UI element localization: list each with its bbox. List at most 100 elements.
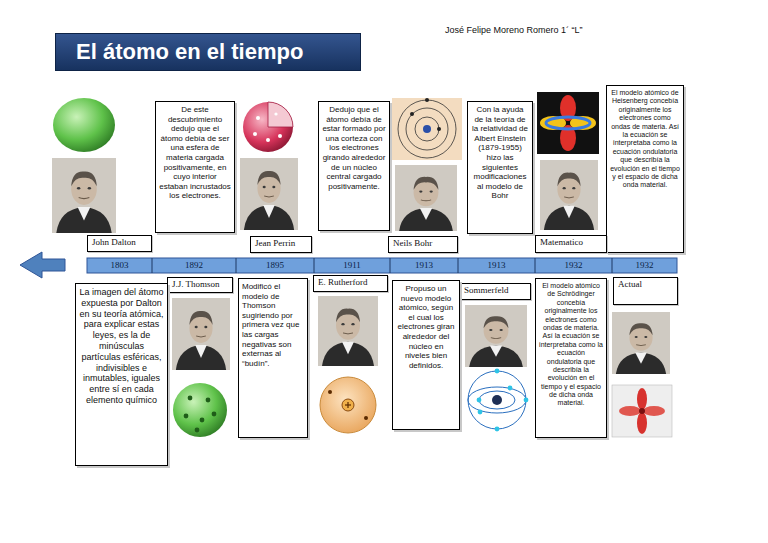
orbital-model	[639, 408, 645, 414]
orbital-model	[612, 385, 672, 437]
year-cell: 1895	[236, 258, 314, 273]
title-banner: El átomo en el tiempo	[55, 33, 361, 71]
rutherford-atom	[320, 377, 376, 433]
author-label: José Felipe Moreno Romero 1´ “L”	[445, 25, 583, 35]
rutherford-atom	[342, 399, 354, 411]
sommerfeld-atom	[495, 369, 500, 374]
timeline-bar	[152, 258, 153, 273]
orbital-image	[537, 92, 599, 154]
bohr-atom	[437, 127, 441, 131]
bohr-atom	[392, 98, 462, 160]
sommerfeld-atom	[468, 387, 526, 413]
plum-pudding-model	[243, 102, 293, 152]
sommerfeld-atom	[479, 391, 515, 409]
description-text: El modelo atómico de Heisenberg concebía…	[610, 89, 680, 190]
sommerfeld-atom	[495, 427, 500, 432]
name-text: J.J. Thomson	[172, 279, 228, 291]
scientist-name: Jean Perrin	[250, 236, 312, 253]
scientist-name: Neils Bohr	[388, 236, 458, 253]
timeline-arrow	[20, 252, 65, 278]
year-text: 1913	[390, 258, 458, 273]
portrait	[465, 305, 527, 367]
thomson-sphere	[184, 414, 189, 419]
description-box: El modelo atómico de Heisenberg concebía…	[606, 85, 684, 253]
bohr-atom	[415, 117, 439, 141]
plum-pudding-model	[278, 134, 282, 138]
timeline-arrow	[20, 252, 65, 278]
year-cell: 1911	[314, 258, 390, 273]
portrait	[612, 312, 670, 374]
name-text: Sommerfeld	[464, 285, 526, 297]
timeline-bar	[390, 258, 391, 273]
year-cell: 1913	[390, 258, 458, 273]
scientist-name: Sommerfeld	[459, 283, 531, 300]
orbital-model	[643, 406, 665, 416]
title-text: El átomo en el tiempo	[76, 39, 303, 64]
plum-pudding-model	[268, 102, 293, 127]
name-text: John Dalton	[92, 237, 147, 249]
sommerfeld-atom	[468, 369, 528, 432]
timeline-bar	[535, 258, 536, 273]
thomson-sphere	[206, 398, 211, 403]
orbital-model	[619, 406, 641, 416]
description-box: Dedujo que el átomo debía de estar forma…	[318, 101, 390, 231]
scientist-name: J.J. Thomson	[167, 277, 233, 293]
description-text: El modelo atómico de Schrödinger concebí…	[539, 282, 603, 408]
description-box: De este descubrimiento dedujo que el áto…	[155, 101, 235, 233]
plum-pudding-model	[243, 102, 293, 152]
year-text: 1895	[236, 258, 314, 273]
thomson-sphere	[200, 418, 205, 423]
timeline-bar	[87, 258, 677, 273]
timeline-bar	[87, 258, 677, 273]
orbital-image	[546, 117, 590, 129]
description-box: Modificó el modelo de Thomson sugiriendo…	[238, 278, 308, 438]
portrait	[240, 158, 298, 230]
portrait	[52, 158, 116, 233]
sommerfeld-atom	[468, 371, 526, 429]
name-text: Neils Bohr	[393, 238, 453, 250]
year-cell: 1913	[458, 258, 535, 273]
rutherford-atom	[320, 377, 376, 433]
name-text: Actual	[618, 279, 673, 291]
description-box: El modelo atómico de Schrödinger concebí…	[535, 278, 607, 438]
dalton-sphere	[53, 98, 115, 152]
scientist-name: Matematico	[535, 235, 607, 253]
timeline-bar	[314, 258, 315, 273]
timeline-bar	[458, 258, 459, 273]
year-cell: 1932	[612, 258, 677, 273]
scientist-name: E. Rutherford	[313, 275, 388, 292]
thomson-sphere	[195, 428, 200, 433]
rutherford-atom	[364, 416, 368, 420]
description-text: De este descubrimiento dedujo que el áto…	[159, 105, 231, 201]
thomson-sphere	[212, 412, 217, 417]
bohr-atom	[392, 98, 462, 160]
orbital-model	[637, 388, 647, 410]
description-text: Con la ayuda de la teoría de la relativi…	[471, 105, 529, 201]
plum-pudding-model	[253, 132, 257, 136]
orbital-model	[612, 385, 672, 437]
rutherford-atom	[328, 390, 332, 394]
year-cell: 1892	[152, 258, 236, 273]
year-text: 1913	[458, 258, 535, 273]
rutherford-atom	[347, 402, 348, 408]
year-text: 1911	[314, 258, 390, 273]
bohr-atom	[398, 100, 456, 158]
name-text: Jean Perrin	[255, 238, 307, 250]
thomson-sphere	[188, 396, 193, 401]
scientist-name: John Dalton	[87, 235, 152, 252]
year-cell: 1932	[535, 258, 612, 273]
bohr-atom	[406, 108, 448, 150]
name-text: Matematico	[540, 237, 602, 249]
orbital-model	[637, 412, 647, 434]
sommerfeld-atom	[492, 395, 502, 405]
description-box: Con la ayuda de la teoría de la relativi…	[467, 101, 533, 234]
thomson-sphere	[173, 383, 227, 437]
dalton-sphere	[53, 98, 115, 152]
year-text: 1932	[535, 258, 612, 273]
timeline-bar	[236, 258, 237, 273]
year-text: 1932	[612, 258, 677, 273]
portrait	[540, 160, 598, 230]
description-text: Modificó el modelo de Thomson sugiriendo…	[242, 282, 304, 368]
name-text: E. Rutherford	[318, 277, 383, 289]
